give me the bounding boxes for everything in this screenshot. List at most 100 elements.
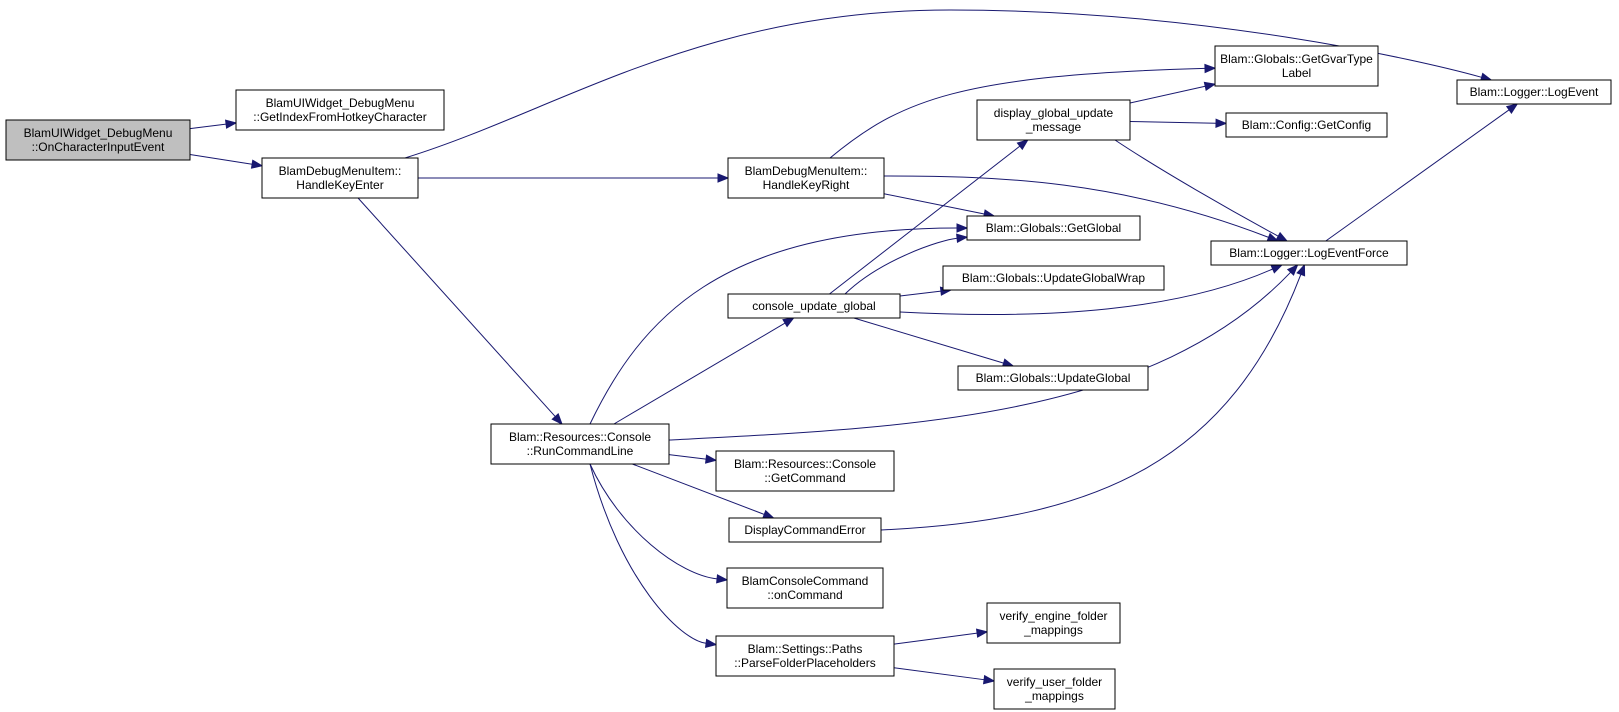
node-label: Blam::Globals::GetGlobal [986, 221, 1121, 235]
edge-n0-n2 [189, 153, 264, 169]
node-label: verify_engine_folder [999, 609, 1107, 623]
node-n7[interactable]: Blam::Globals::GetGlobal [966, 215, 1141, 241]
edge-arrowhead [1204, 63, 1217, 74]
edge-line [189, 153, 253, 165]
edge-line [1114, 139, 1279, 237]
edge-arrowhead [1016, 139, 1029, 151]
node-n2[interactable]: BlamDebugMenuItem::HandleKeyEnter [261, 157, 419, 199]
node-n19[interactable]: verify_user_folder_mappings [993, 668, 1116, 710]
node-label: BlamConsoleCommand [742, 574, 869, 588]
node-label: verify_user_folder [1007, 675, 1102, 689]
node-box [1210, 240, 1408, 266]
edge-arrowhead [224, 119, 238, 129]
node-n4[interactable]: BlamDebugMenuItem::HandleKeyRight [727, 157, 885, 199]
node-box [957, 365, 1149, 391]
node-box [976, 99, 1131, 141]
edge-n9-n10 [829, 139, 1029, 295]
edge-line [632, 463, 765, 515]
edge-n4-n6 [829, 63, 1217, 159]
edge-arrowhead [1296, 263, 1306, 277]
edge-line [829, 145, 1021, 295]
node-n5[interactable]: Blam::Resources::Console::RunCommandLine [490, 423, 670, 465]
edge-n5-n17 [589, 463, 718, 648]
edge-n2-n5 [357, 197, 563, 425]
edge-line [589, 227, 958, 425]
node-n8[interactable]: Blam::Logger::LogEventForce [1210, 240, 1408, 266]
node-box [715, 450, 895, 492]
node-box [727, 157, 885, 199]
edge-n4-n7 [883, 193, 996, 219]
node-label: Blam::Resources::Console [509, 430, 651, 444]
node-label: Blam::Logger::LogEventForce [1229, 246, 1389, 260]
node-n1[interactable]: BlamUIWidget_DebugMenu::GetIndexFromHotk… [235, 89, 445, 131]
edge-arrowhead [956, 233, 969, 243]
node-label: Blam::Globals::UpdateGlobalWrap [962, 271, 1146, 285]
edge-line [899, 290, 941, 297]
node-label: Blam::Logger::LogEvent [1470, 85, 1599, 99]
node-n14[interactable]: Blam::Resources::Console::GetCommand [715, 450, 895, 492]
node-label: ::GetIndexFromHotkeyCharacter [253, 110, 426, 124]
edge-n10-n11 [1129, 118, 1228, 128]
edge-n9-n7 [844, 233, 969, 295]
edge-n5-n7 [589, 223, 969, 425]
node-label: _mappings [1023, 623, 1083, 637]
edge-n10-n6 [1129, 81, 1217, 104]
node-box [993, 668, 1116, 710]
edge-line [189, 123, 227, 130]
edges-layer [189, 9, 1519, 685]
edge-arrowhead [705, 454, 718, 464]
node-n13[interactable]: Blam::Globals::UpdateGlobal [957, 365, 1149, 391]
edge-arrowhead [704, 638, 718, 648]
edge-line [1325, 109, 1510, 242]
edge-line [853, 317, 1004, 364]
node-label: Blam::Settings::Paths [748, 642, 863, 656]
node-box [986, 602, 1121, 644]
edge-line [893, 632, 978, 645]
node-box [942, 265, 1165, 291]
node-n3[interactable]: Blam::Logger::LogEvent [1456, 79, 1612, 105]
node-label: Blam::Globals::GetGvarType [1220, 52, 1373, 66]
node-label: _message [1025, 120, 1082, 134]
node-n12[interactable]: Blam::Globals::UpdateGlobalWrap [942, 265, 1165, 291]
edge-line [589, 463, 707, 644]
edge-line [589, 463, 718, 580]
node-label: HandleKeyEnter [296, 178, 383, 192]
node-n11[interactable]: Blam::Config::GetConfig [1225, 112, 1388, 138]
node-box [966, 215, 1141, 241]
node-label: display_global_update [994, 106, 1114, 120]
node-label: console_update_global [752, 299, 875, 313]
edge-arrowhead [956, 223, 969, 233]
node-n10[interactable]: display_global_update_message [976, 99, 1131, 141]
node-box [726, 567, 884, 609]
node-box [1456, 79, 1612, 105]
edge-line [844, 237, 958, 295]
node-n16[interactable]: BlamConsoleCommand::onCommand [726, 567, 884, 609]
edge-n17-n18 [893, 628, 989, 645]
node-box [235, 89, 445, 131]
edge-line [883, 175, 1269, 238]
node-n17[interactable]: Blam::Settings::Paths::ParseFolderPlaceh… [715, 635, 895, 677]
edge-arrowhead [782, 317, 795, 328]
node-label: Label [1282, 66, 1311, 80]
edge-line [668, 454, 707, 460]
node-n15[interactable]: DisplayCommandError [728, 517, 882, 543]
edge-n8-n3 [1325, 103, 1519, 242]
edge-line [613, 322, 786, 425]
edge-n10-n8 [1114, 139, 1289, 242]
node-n9[interactable]: console_update_global [727, 293, 901, 319]
edge-n15-n8 [880, 263, 1306, 531]
node-n0: BlamUIWidget_DebugMenu::OnCharacterInput… [5, 119, 191, 161]
edge-n5-n14 [668, 454, 718, 464]
edge-line [893, 667, 985, 681]
edge-line [880, 274, 1302, 531]
node-label: DisplayCommandError [744, 523, 865, 537]
edge-n0-n1 [189, 119, 238, 130]
node-label: HandleKeyRight [763, 178, 850, 192]
edge-n5-n9 [613, 317, 795, 425]
node-n18[interactable]: verify_engine_folder_mappings [986, 602, 1121, 644]
edge-line [1129, 85, 1206, 104]
node-label: ::OnCharacterInputEvent [32, 140, 165, 154]
node-box [728, 517, 882, 543]
